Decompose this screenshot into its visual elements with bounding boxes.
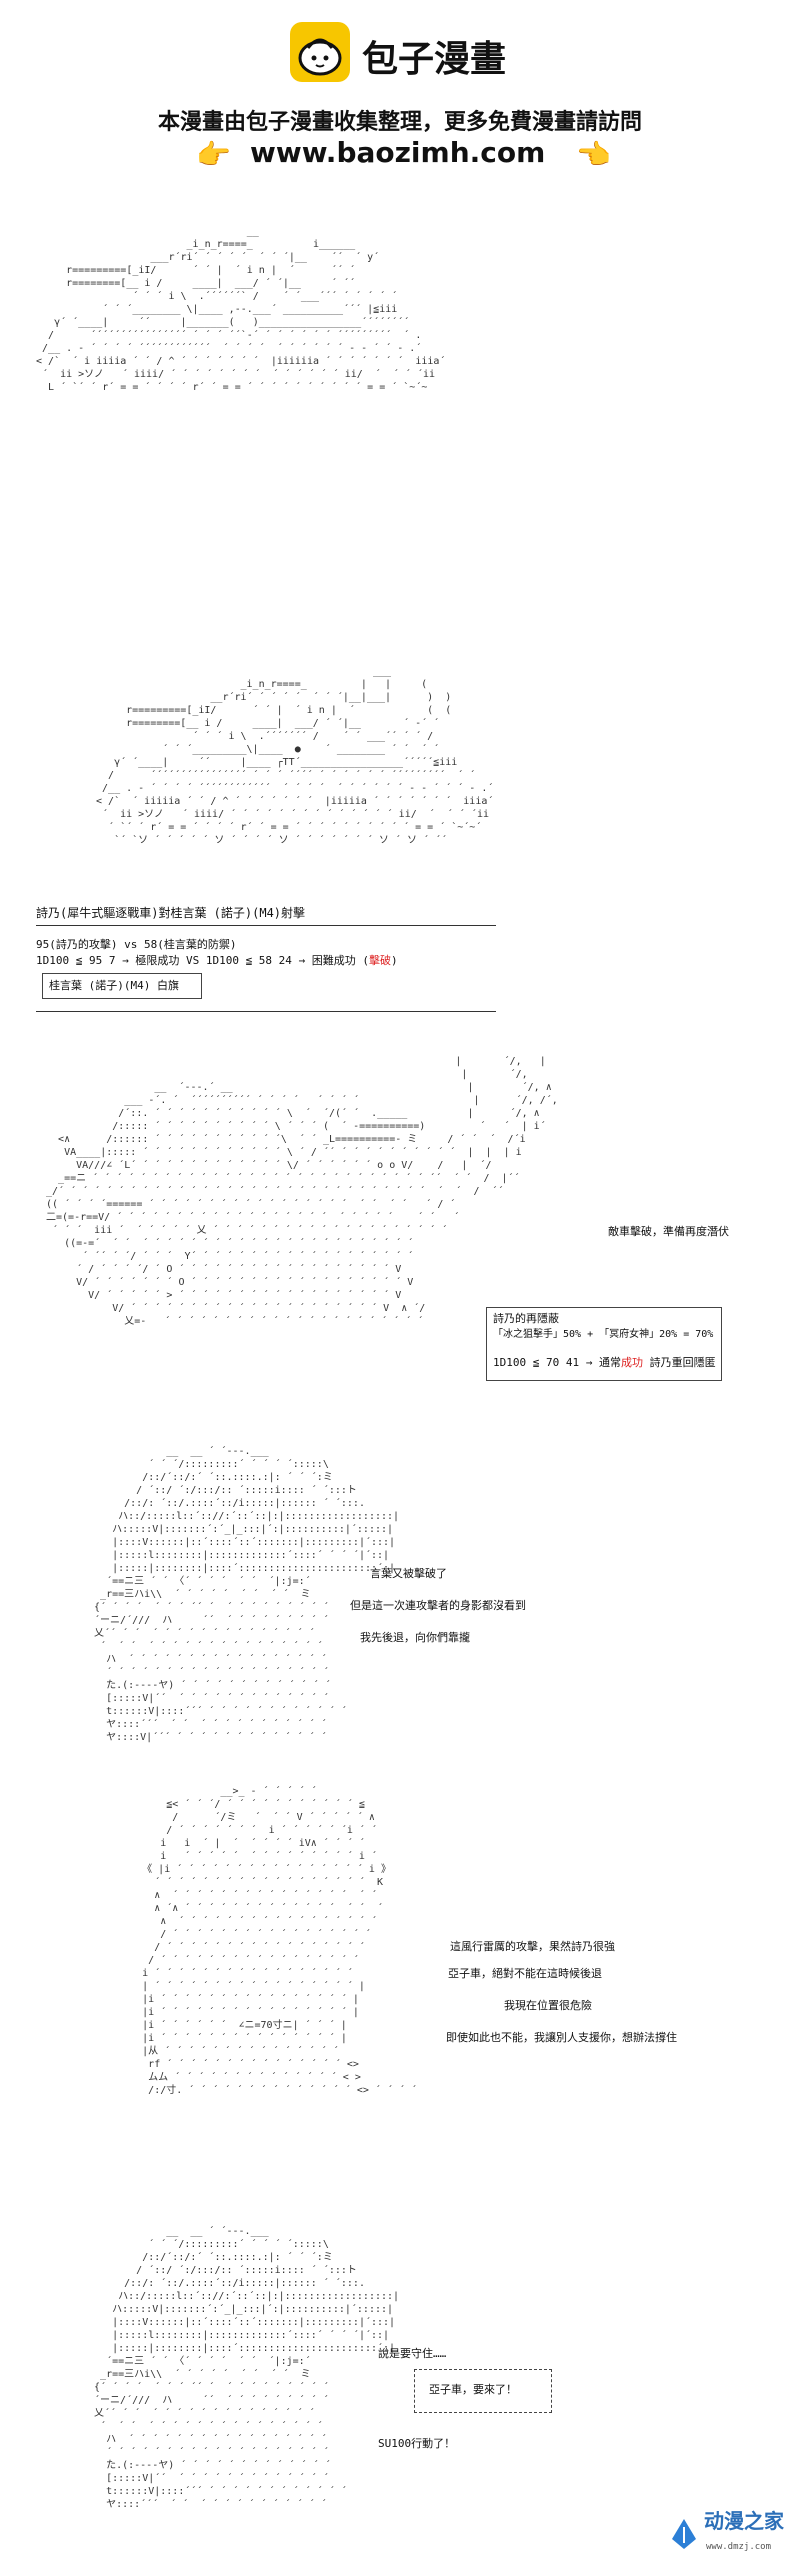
battle-title: 詩乃(犀牛式驅逐戰車)對桂言葉 (諾子)(M4)射擊 [36, 906, 306, 920]
dialogue-1-line-3: 我先後退，向你們靠攏 [360, 1631, 470, 1644]
site-tagline: 本漫畫由包子漫畫收集整理，更多免費漫畫請訪問 [157, 110, 642, 135]
watermark-name: 动漫之家 [704, 2509, 784, 2533]
white-flag-box: 桂言葉 (諾子)(M4) 白旗 [42, 973, 202, 999]
reconcealment-roll: 1D100 ≦ 70 41 → 通常成功 詩乃重回隱匿 [493, 1356, 716, 1369]
attack-vs-defense: 95(詩乃的攻擊) vs 58(桂言葉的防禦) [36, 938, 237, 951]
reconcealment-formula: 「冰之狙擊手」50% + 「冥府女神」20% = 70% [493, 1329, 714, 1340]
site-url-link[interactable]: www.baozimh.com [250, 136, 546, 169]
tank-ascii-art-1: __ _i_n_r====_ i______ ___r´ri´ ´ ´ ´ ´ … [30, 225, 784, 2552]
reconcealment-title: 詩乃的再隱蔽 [493, 1312, 559, 1325]
pointing-right-icon: 👉 [196, 138, 231, 171]
tank-ascii-art-2: ___ _i_n_r====_ | | ( __r´ri´ ´ ´ ´ ´ ´ … [96, 666, 494, 846]
character-ascii-art-1: __ __ ´ ´---.___ ´ ´ ´/:::::::::´ ´ ´ ´ … [94, 1446, 400, 1743]
shout-bubble: 亞子車，要來了！ [414, 2369, 552, 2413]
character-ascii-art-3: __ __ ´ ´---.___ ´ ´ ´/:::::::::´ ´ ´ ´ … [94, 2226, 400, 2510]
baozi-logo-icon[interactable] [290, 22, 350, 82]
divider [36, 1011, 496, 1012]
sniper-ascii-art: | ´/, | | ´/, __ ´---.´ __ | ´/, ∧ __ [46, 1056, 558, 1327]
watermark-url: www.dmzj.com [706, 2542, 772, 2552]
divider [36, 925, 496, 926]
speech-reposition: 敵車擊破，準備再度潛伏 [608, 1225, 729, 1238]
site-header: 包子漫畫 本漫畫由包子漫畫收集整理，更多免費漫畫請訪問 👉 www.baozim… [0, 0, 800, 180]
pen-nib-icon [672, 2519, 696, 2549]
dialogue-1-line-1: 言葉又被擊破了 [370, 1567, 447, 1580]
pointing-left-icon: 👈 [576, 138, 611, 171]
success-label: 成功 [620, 1356, 643, 1369]
dialogue-2-line-1: 這風行雷厲的攻擊，果然詩乃很強 [450, 1940, 615, 1953]
dialogue-3-line-3: SU100行動了！ [378, 2437, 456, 2450]
destroyed-label: 擊破 [369, 954, 392, 967]
character-ascii-art-2: __>_ - ´ ´ ´ ´ ´ ≦< ´ ´ ´/ ´ ´ ´ ´ ´ ´ ´… [142, 1786, 418, 2096]
dialogue-3-line-2: 亞子車，要來了！ [429, 2383, 517, 2396]
dialogue-2-line-3: 我現在位置很危險 [504, 1999, 592, 2012]
white-flag-text: 桂言葉 (諾子)(M4) 白旗 [49, 979, 179, 992]
dialogue-1-line-2: 但是這一次連攻擊者的身影都沒看到 [350, 1599, 526, 1612]
site-logo-text[interactable]: 包子漫畫 [362, 39, 507, 80]
roll-result-line: 1D100 ≦ 95 7 → 極限成功 VS 1D100 ≦ 58 24 → 困… [36, 954, 398, 967]
dialogue-2-line-2: 亞子車，絕對不能在這時候後退 [448, 1967, 602, 1980]
reconcealment-box: 詩乃的再隱蔽 「冰之狙擊手」50% + 「冥府女神」20% = 70% 1D10… [486, 1307, 722, 1381]
dmzj-watermark: 动漫之家 www.dmzj.com [670, 2509, 800, 2555]
dialogue-2-line-4: 即使如此也不能，我讓別人支援你，想辦法撐住 [446, 2031, 677, 2044]
dialogue-3-line-1: 說是要守住…… [378, 2347, 447, 2360]
